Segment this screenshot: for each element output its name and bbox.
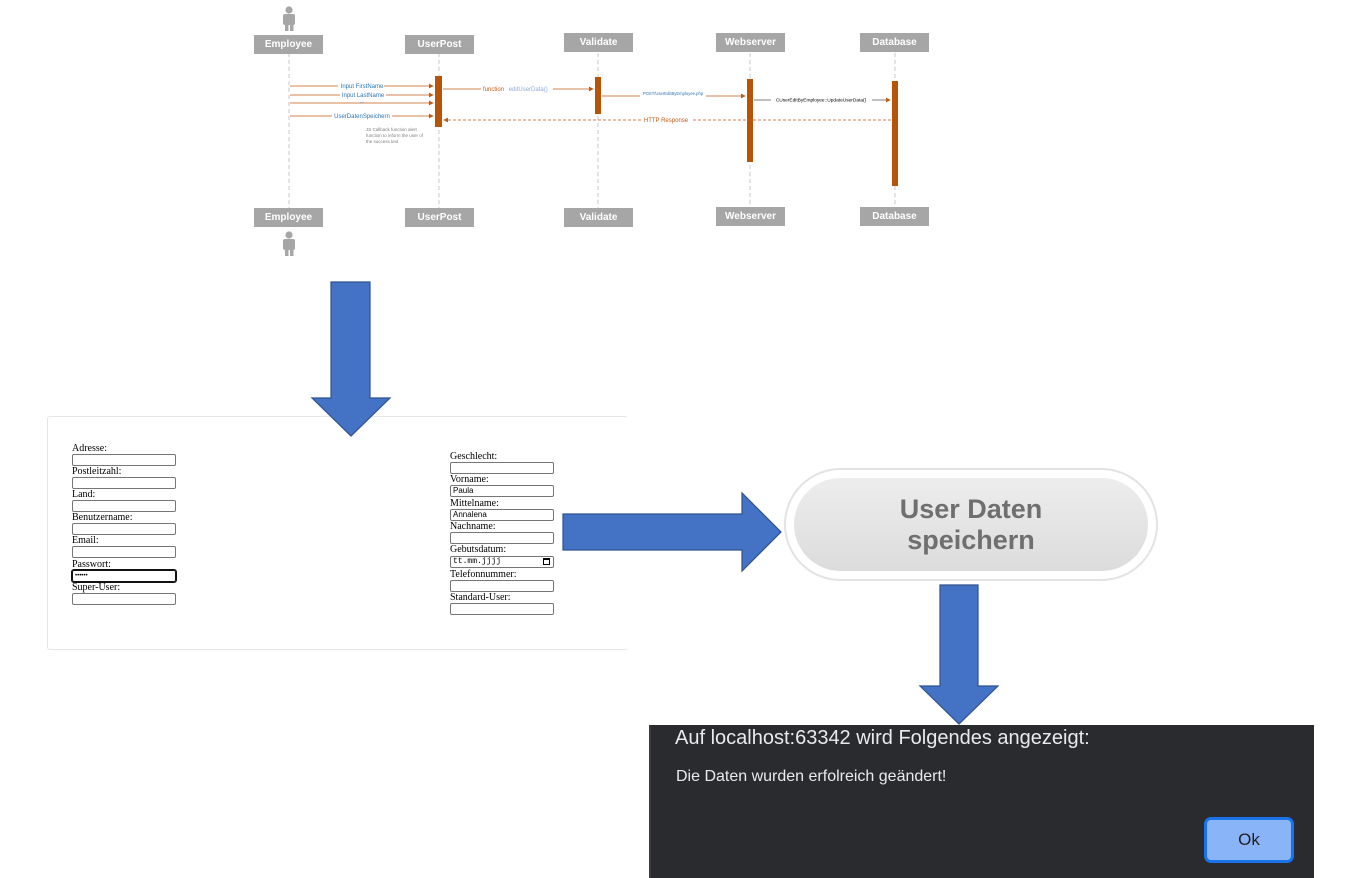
user-daten-speichern-button[interactable]: User Daten speichern	[794, 478, 1148, 571]
telefonnummer-label: Telefonnummer:	[450, 569, 517, 580]
activation-database	[892, 81, 898, 186]
arrow-down-to-form	[310, 281, 392, 437]
msg-post-call: POST/UserEditByEmployee.php	[643, 91, 704, 96]
msg-function-name: editUserData()	[509, 87, 548, 93]
telefonnummer-input[interactable]	[450, 580, 554, 592]
employee-actor-icon-top	[283, 6, 295, 31]
employee-actor-icon-bottom	[283, 231, 295, 256]
nachname-input[interactable]	[450, 532, 554, 544]
superuser-input[interactable]	[72, 593, 176, 605]
save-button-line-1: User Daten	[899, 493, 1043, 524]
msg-ellipsis: ...	[359, 99, 364, 105]
geschlecht-input[interactable]	[450, 462, 554, 474]
actor-employee-bottom: Employee	[254, 208, 323, 227]
arrow-right-to-button	[562, 491, 782, 573]
activation-validate	[595, 77, 601, 114]
msg-db-call: CUserEditByEmployee::UpdateUserData()	[776, 98, 867, 104]
save-button-frame: User Daten speichern	[784, 468, 1158, 581]
actor-userpost-bottom: UserPost	[405, 208, 474, 227]
dialog-message: Die Daten wurden erfolreich geändert!	[676, 768, 947, 785]
standarduser-label: Standard-User:	[450, 592, 511, 603]
adresse-label: Adresse:	[72, 443, 107, 454]
arrow-down-to-dialog	[918, 584, 1000, 725]
actor-database-top: Database	[860, 33, 929, 52]
ok-button[interactable]: Ok	[1204, 817, 1294, 863]
msg-function-keyword: function	[483, 87, 504, 93]
email-input[interactable]	[72, 546, 176, 558]
vorname-input[interactable]: Paula	[450, 485, 554, 497]
msg-input-firstname: Input FirstName	[341, 84, 384, 90]
dialog-title: Auf localhost:63342 wird Folgendes angez…	[675, 727, 1090, 749]
standarduser-input[interactable]	[450, 603, 554, 615]
passwort-label: Passwort:	[72, 559, 111, 570]
gebutsdatum-input[interactable]: tt.mm.jjjj	[450, 556, 554, 568]
actor-database-bottom: Database	[860, 207, 929, 226]
gebutsdatum-value: tt.mm.jjjj	[453, 557, 502, 566]
passwort-input[interactable]: ••••••	[71, 569, 177, 583]
actor-webserver-bottom: Webserver	[716, 207, 785, 226]
activation-userpost	[435, 76, 442, 127]
msg-function-call: function editUserData()	[483, 87, 548, 93]
sequence-diagram: Input FirstName Input LastName ... UserD…	[283, 6, 898, 256]
actor-userpost-top: UserPost	[405, 35, 474, 54]
postleitzahl-input[interactable]	[72, 477, 176, 489]
callback-note-line-2: function to inform the user of	[366, 133, 424, 138]
email-label: Email:	[72, 535, 99, 546]
superuser-label: Super-User:	[72, 582, 121, 593]
msg-userdaten-speichern: UserDatenSpeichern	[334, 114, 390, 120]
actor-validate-bottom: Validate	[564, 208, 633, 227]
vorname-label: Vorname:	[450, 474, 489, 485]
gebutsdatum-label: Gebutsdatum:	[450, 544, 507, 555]
user-edit-form: Adresse: Postleitzahl: Land: Benutzernam…	[47, 416, 628, 650]
actor-employee-top: Employee	[254, 35, 323, 54]
actor-validate-top: Validate	[564, 33, 633, 52]
benutzername-input[interactable]	[72, 523, 176, 535]
land-label: Land:	[72, 489, 96, 500]
land-input[interactable]	[72, 500, 176, 512]
callback-note-line-1: JS Callback function alert	[366, 127, 418, 132]
msg-input-lastname: Input LastName	[342, 93, 385, 99]
callback-note-line-3: the success text	[366, 139, 399, 144]
calendar-icon[interactable]	[543, 558, 550, 565]
geschlecht-label: Geschlecht:	[450, 451, 498, 462]
msg-http-response: HTTP Response	[644, 118, 689, 124]
mittelname-label: Mittelname:	[450, 498, 499, 509]
adresse-input[interactable]	[72, 454, 176, 466]
save-button-line-2: speichern	[907, 524, 1035, 555]
benutzername-label: Benutzername:	[72, 512, 133, 523]
actor-webserver-top: Webserver	[716, 33, 785, 52]
mittelname-input[interactable]: Annalena	[450, 509, 554, 521]
nachname-label: Nachname:	[450, 521, 496, 532]
alert-dialog: Auf localhost:63342 wird Folgendes angez…	[649, 725, 1314, 878]
activation-webserver	[747, 79, 753, 162]
postleitzahl-label: Postleitzahl:	[72, 466, 122, 477]
